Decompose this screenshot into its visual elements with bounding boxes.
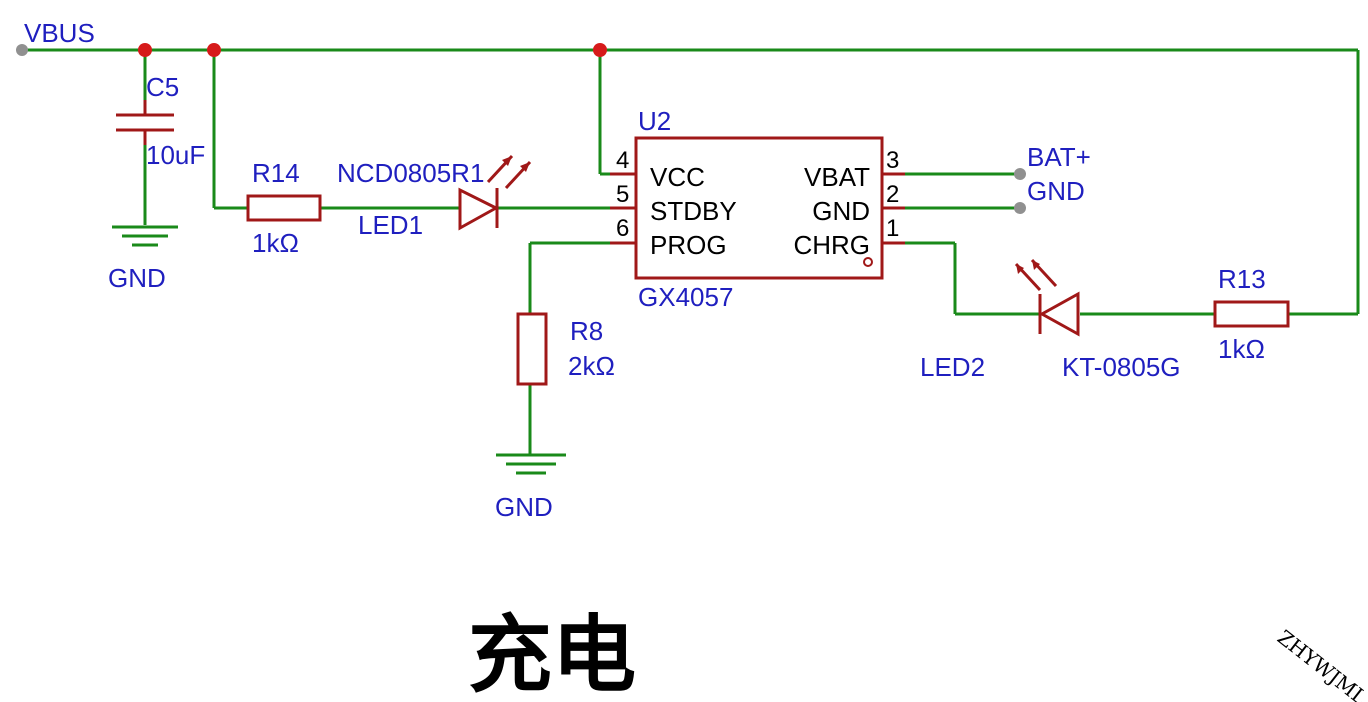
r13-ref: R13 [1218,264,1266,294]
resistor-r14[interactable] [246,194,322,222]
bat-plus-port[interactable] [1014,168,1026,180]
u2-pin-label-prog: PROG [650,230,727,260]
u2-pin-num-2: 2 [886,181,899,208]
diagram-title: 充电 [468,606,636,702]
resistor-r8[interactable] [516,312,548,386]
chrg-inversion-dot [863,257,873,267]
led1-value: NCD0805R1 [337,158,484,188]
led2-value: KT-0805G [1062,352,1181,382]
u2-pin-num-6: 6 [616,215,629,242]
ic-u2-body[interactable] [634,136,884,280]
led1-triangle [458,187,500,231]
wires [22,48,1360,455]
r8-ref: R8 [570,316,603,346]
ground-symbol-c5 [112,225,178,247]
lead-stubs [610,172,905,245]
led1-arrowhead-1 [502,156,512,166]
led2-triangle [1038,291,1080,337]
led1-diode[interactable] [458,154,532,231]
net-label-bat-plus: BAT+ [1027,142,1091,172]
c5-value: 10uF [146,140,205,170]
u2-pin-label-vcc: VCC [650,162,705,192]
net-label-gnd-c5: GND [108,263,166,293]
junction-dot [138,43,152,57]
watermark-text: ZHYWJML [1273,625,1368,702]
led1-ref: LED1 [358,210,423,240]
led2-arrowhead-1 [1016,264,1024,274]
junction-dot [207,43,221,57]
u2-pin-num-3: 3 [886,147,899,174]
u2-ref: U2 [638,106,671,136]
led1-arrowhead-2 [520,162,530,172]
u2-pin-num-1: 1 [886,215,899,242]
r14-ref: R14 [252,158,300,188]
r14-value: 1kΩ [252,228,299,258]
c5-ref: C5 [146,72,179,102]
led2-diode[interactable] [1014,258,1080,337]
led2-arrowhead-2 [1032,260,1040,270]
junction-dot [593,43,607,57]
u2-pin-num-4: 4 [616,147,629,174]
u2-pin-label-chrg: CHRG [793,230,870,260]
ground-symbol-r8 [496,453,566,475]
u2-value: GX4057 [638,282,733,312]
net-label-gnd-out: GND [1027,176,1085,206]
vbus-port[interactable] [16,44,28,56]
gnd-out-port[interactable] [1014,202,1026,214]
r13-value: 1kΩ [1218,334,1265,364]
u2-pin-num-5: 5 [616,181,629,208]
u2-pin-label-vbat: VBAT [804,162,870,192]
r8-value: 2kΩ [568,351,615,381]
capacitor-c5[interactable] [116,100,174,145]
led2-ref: LED2 [920,352,985,382]
resistor-r13[interactable] [1213,300,1290,328]
net-label-gnd-r8: GND [495,492,553,522]
net-label-vbus: VBUS [24,18,95,48]
u2-pin-label-gnd: GND [812,196,870,226]
u2-pin-label-stdby: STDBY [650,196,737,226]
